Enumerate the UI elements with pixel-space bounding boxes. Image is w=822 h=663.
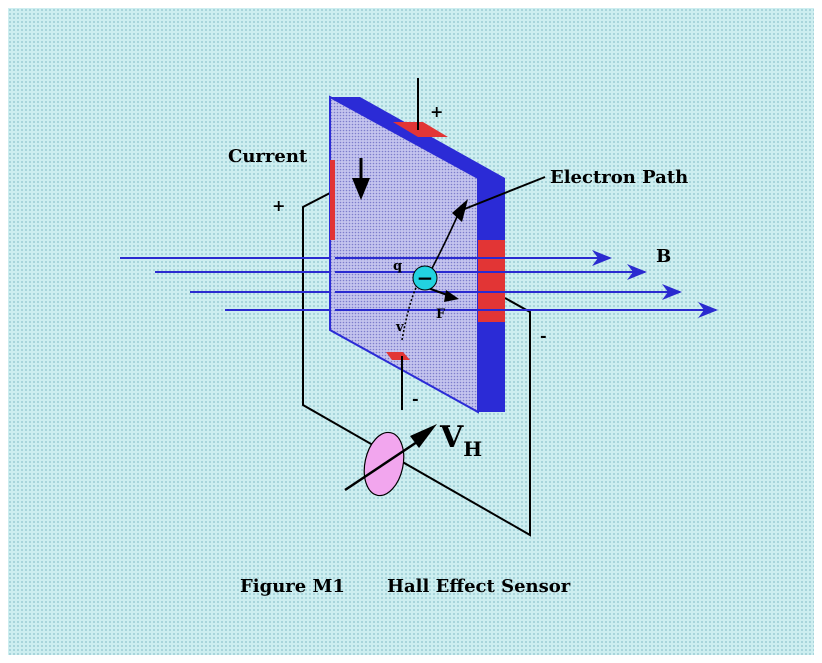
minus-bottom-label: - — [412, 389, 419, 408]
electron: − — [412, 265, 438, 291]
hall-voltage-symbol: V — [439, 420, 464, 455]
top-contact — [393, 122, 448, 137]
force-arrow — [427, 287, 459, 302]
force-label: F — [436, 307, 446, 322]
left-contact — [330, 160, 335, 240]
magnetic-field-label: B — [656, 246, 671, 267]
bottom-contact — [386, 352, 410, 360]
hall-voltage-label: VH — [439, 420, 482, 461]
current-label: Current — [228, 146, 308, 167]
charge-label: q — [393, 259, 402, 274]
magnetic-field-lines-front — [335, 250, 718, 318]
voltmeter — [344, 424, 437, 497]
electron-sign: − — [417, 266, 434, 290]
minus-right-label: - — [540, 326, 547, 345]
electron-path-pointer — [461, 176, 546, 211]
electron-path-label: Electron Path — [550, 167, 688, 188]
semiconductor-slab — [329, 95, 505, 414]
hall-voltage-subscript: H — [463, 437, 482, 461]
right-contact — [478, 240, 505, 322]
plus-left-label: + — [272, 196, 285, 215]
figure-caption-number: Figure M1 — [240, 576, 345, 597]
plus-top-label: + — [430, 102, 443, 121]
current-arrow — [352, 158, 370, 200]
velocity-label: v — [395, 320, 404, 335]
slab-front-face — [329, 95, 479, 414]
current-leads — [401, 78, 419, 410]
slab-top-edge — [330, 97, 505, 178]
magnetic-field-lines-back — [120, 257, 335, 311]
figure-caption-title: Hall Effect Sensor — [387, 576, 571, 597]
